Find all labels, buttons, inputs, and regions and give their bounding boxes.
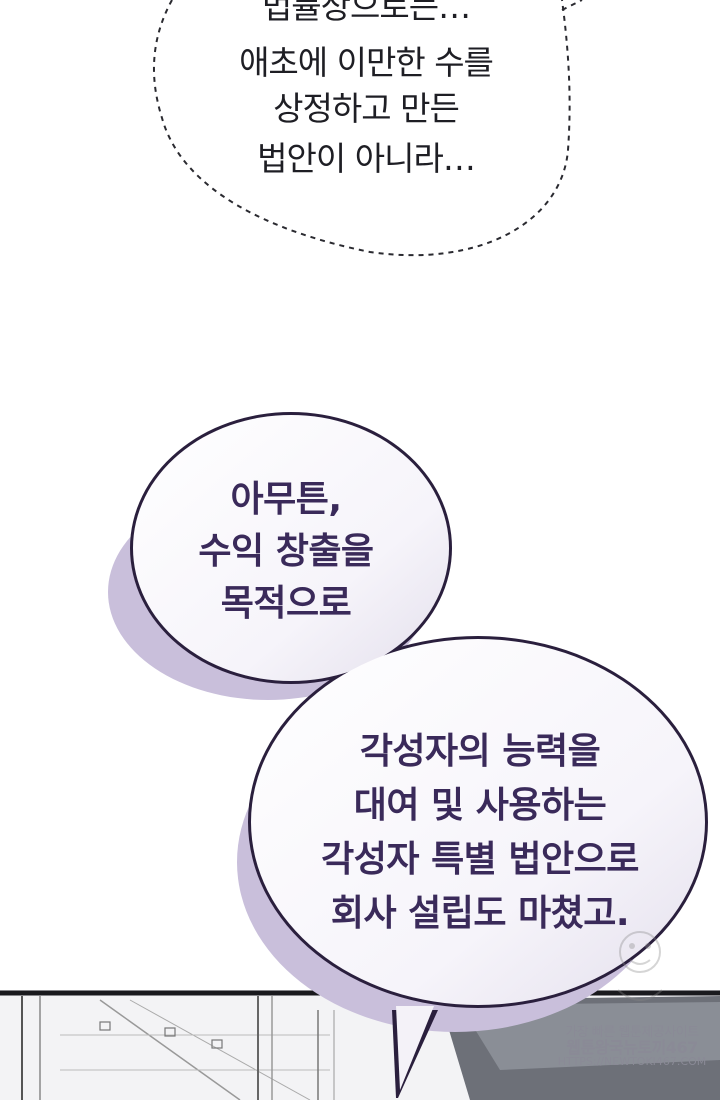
speech-line: 각성자 특별 법안으로	[321, 839, 639, 880]
thought-line: 상정하고 만든	[273, 89, 460, 128]
watermark-url: HTTPS://NEWTOKI467.COM	[557, 1055, 707, 1069]
watermark-tagline: 가장 빠른 웹툰제공사이트	[565, 1025, 699, 1040]
speech-line: 목적으로	[220, 583, 352, 624]
speech-bubble-bottom: 각성자의 능력을 대여 및 사용하는 각성자 특별 법안으로 회사 설립도 마쳤…	[270, 718, 690, 948]
watermark-emblem-icon	[617, 931, 663, 1001]
speech-line: 회사 설립도 마쳤고.	[330, 893, 630, 934]
thought-bubble-tail	[561, 0, 583, 11]
watermark-site-name: 웹툰왕국뉴토끼467	[566, 1037, 698, 1057]
speech-line: 대여 및 사용하는	[353, 785, 607, 826]
speech-line: 각성자의 능력을	[359, 731, 601, 772]
speech-bubbles	[130, 412, 708, 1098]
thought-line: 법안이 아니라…	[257, 139, 476, 178]
watermark: 가장 빠른 웹툰제공사이트 웹툰왕국뉴토끼467 HTTPS://NEWTOKI…	[552, 1026, 712, 1068]
speech-line: 아무튼,	[230, 479, 342, 520]
thought-bubble: 법률상으로는… 애초에 이만한 수를 상정하고 만든 법안이 아니라…	[186, 0, 546, 260]
thought-line: 애초에 이만한 수를	[239, 43, 494, 82]
thought-line: 법률상으로는…	[261, 0, 471, 26]
speech-line: 수익 창출을	[198, 531, 374, 572]
thought-bubble-outline	[152, 0, 571, 257]
speech-bubble-top: 아무튼, 수익 창출을 목적으로	[136, 460, 436, 630]
